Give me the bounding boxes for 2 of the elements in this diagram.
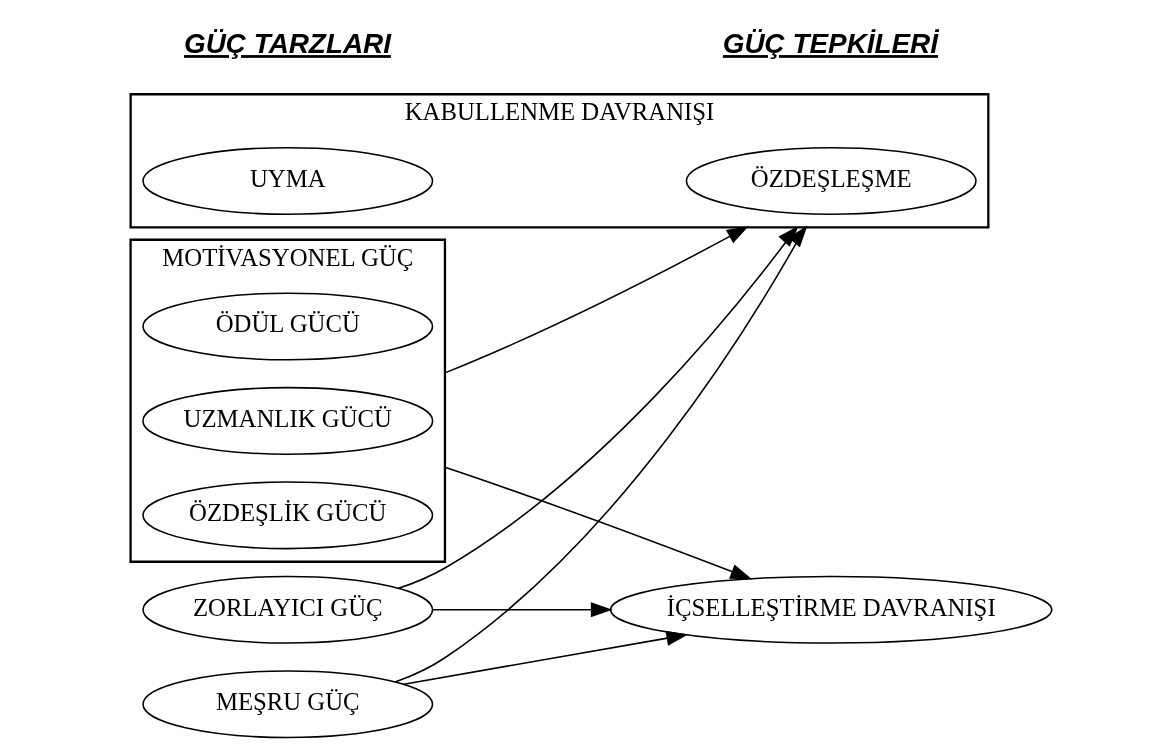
label: GÜÇ TARZLARI [184, 28, 391, 60]
label: GÜÇ TEPKİLERİ [722, 28, 938, 60]
